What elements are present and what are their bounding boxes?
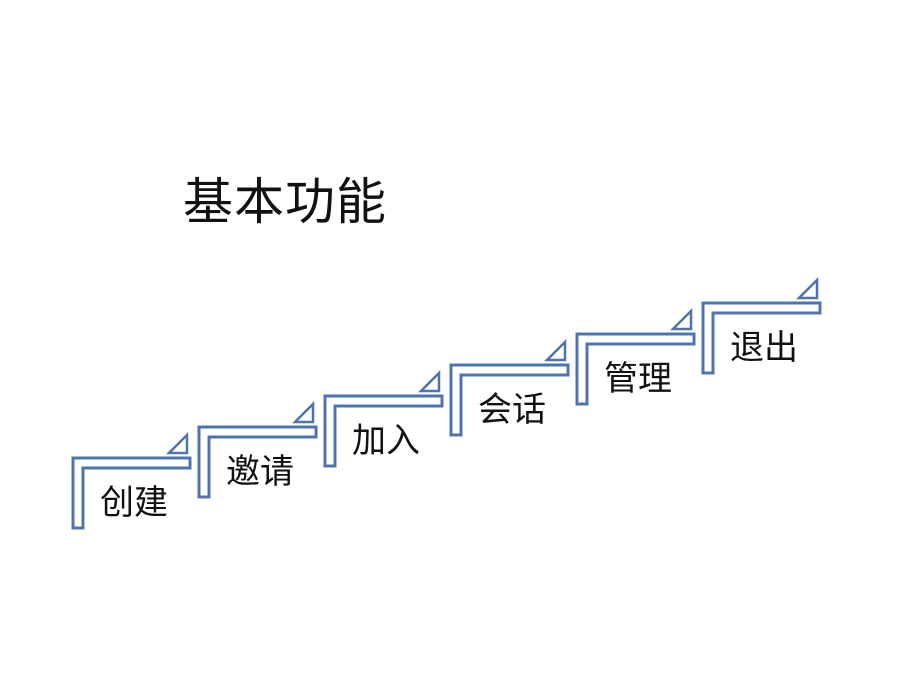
step-create: 创建 xyxy=(71,431,192,530)
step-bracket xyxy=(197,425,318,499)
step-label: 管理 xyxy=(604,359,672,399)
step-arrowhead xyxy=(165,431,189,455)
step-exit: 退出 xyxy=(701,276,822,375)
step-label: 创建 xyxy=(100,483,168,523)
step-label: 加入 xyxy=(352,421,420,461)
step-session: 会话 xyxy=(449,338,570,437)
slide-title: 基本功能 xyxy=(183,173,387,231)
step-join: 加入 xyxy=(323,369,444,468)
step-arrowhead xyxy=(417,369,441,393)
step-arrowhead xyxy=(795,276,819,300)
step-label: 邀请 xyxy=(226,452,294,492)
step-arrowhead xyxy=(291,400,315,424)
step-bracket xyxy=(449,363,570,437)
step-arrowhead xyxy=(543,338,567,362)
step-manage: 管理 xyxy=(575,307,696,406)
step-invite: 邀请 xyxy=(197,400,318,499)
step-arrowhead xyxy=(669,307,693,331)
step-bracket xyxy=(323,394,444,468)
step-bracket xyxy=(701,301,822,375)
step-bracket xyxy=(575,332,696,406)
step-label: 退出 xyxy=(730,328,798,368)
step-label: 会话 xyxy=(478,390,546,430)
step-bracket xyxy=(71,456,192,530)
